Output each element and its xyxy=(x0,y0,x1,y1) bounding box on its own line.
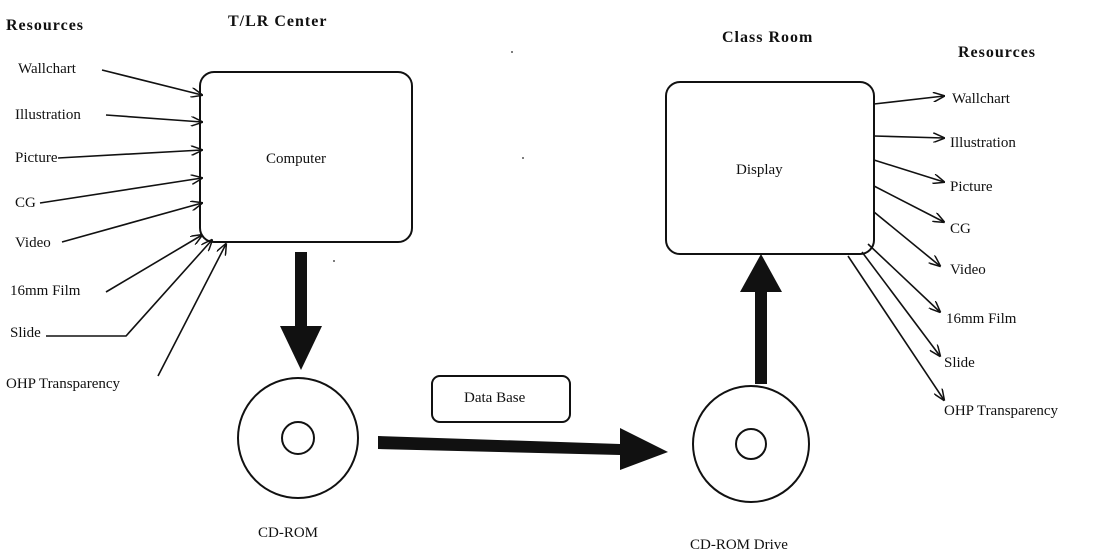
right-resource-slide: Slide xyxy=(944,355,975,371)
arrow-illustration-to-computer xyxy=(105,114,202,122)
computer-label: Computer xyxy=(266,151,326,167)
right-resource-illustration: Illustration xyxy=(950,135,1016,151)
arrow-16mm-film-to-computer xyxy=(105,235,202,293)
arrow-display-to-16mm-film xyxy=(867,243,940,312)
arrow-display-to-slide xyxy=(861,251,940,356)
cdrom-disc-hole xyxy=(281,421,315,455)
database-box xyxy=(431,375,571,423)
arrow-display-to-picture xyxy=(873,159,944,182)
right-resources-header: Resources xyxy=(958,44,1037,61)
class-room-header: Class Room xyxy=(722,29,814,46)
arrow-video-to-computer xyxy=(61,203,202,243)
arrow-display-to-wallchart xyxy=(873,96,944,105)
left-resource-cg: CG xyxy=(15,195,36,211)
thick-arrow-drive-to-display-head xyxy=(740,254,782,292)
thick-arrow-drive-to-display-shaft xyxy=(755,284,767,384)
arrow-display-to-ohp xyxy=(847,255,944,400)
left-resource-video: Video xyxy=(15,235,51,251)
right-resource-video: Video xyxy=(950,262,986,278)
cdrom-drive-disc-hole xyxy=(735,428,767,460)
left-resource-ohp-transparency: OHP Transparency xyxy=(6,376,121,392)
arrow-wallchart-to-computer xyxy=(101,69,202,95)
scan-speck xyxy=(522,157,524,159)
tlr-center-header: T/LR Center xyxy=(228,13,328,30)
left-resources-header: Resources xyxy=(6,17,85,34)
right-resource-cg: CG xyxy=(950,221,971,237)
thick-arrow-computer-to-cdrom-head xyxy=(280,326,322,370)
computer-box xyxy=(199,71,413,243)
arrow-display-to-cg xyxy=(873,185,944,222)
cdrom-label: CD-ROM xyxy=(258,525,319,541)
left-resource-picture: Picture xyxy=(15,150,58,166)
arrow-ohp-to-computer xyxy=(157,244,226,377)
right-resource-wallchart: Wallchart xyxy=(952,91,1010,107)
right-resource-ohp-transparency: OHP Transparency xyxy=(944,403,1059,419)
scan-speck xyxy=(511,51,513,53)
right-resource-16mm-film: 16mm Film xyxy=(946,311,1017,327)
thick-arrow-cdrom-to-drive xyxy=(378,428,668,470)
cdrom-drive-label: CD-ROM Drive xyxy=(690,537,788,553)
display-label: Display xyxy=(736,162,783,178)
right-resource-picture: Picture xyxy=(950,179,993,195)
database-label: Data Base xyxy=(464,390,526,406)
arrow-display-to-video xyxy=(873,211,940,266)
arrow-slide-to-computer xyxy=(46,240,212,337)
left-resource-slide: Slide xyxy=(10,325,41,341)
arrow-picture-to-computer xyxy=(57,150,202,159)
arrow-cg-to-computer xyxy=(39,178,202,204)
left-resource-illustration: Illustration xyxy=(15,107,81,123)
display-box xyxy=(665,81,875,255)
thick-arrow-computer-to-cdrom-shaft xyxy=(295,252,307,334)
arrow-display-to-illustration xyxy=(873,136,944,138)
left-resource-wallchart: Wallchart xyxy=(18,61,76,77)
left-resource-16mm-film: 16mm Film xyxy=(10,283,81,299)
scan-speck xyxy=(333,260,335,262)
